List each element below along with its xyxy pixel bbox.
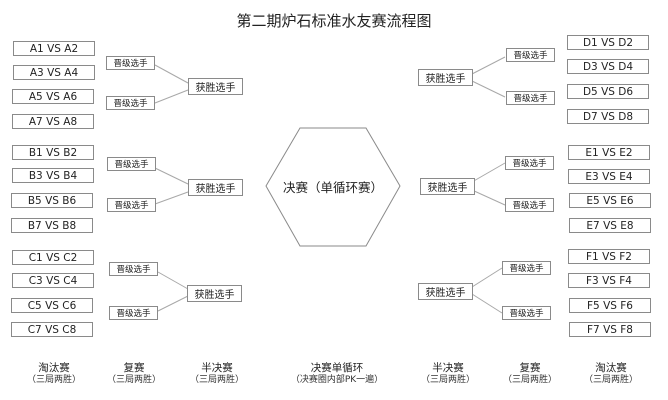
match-box: A3 VS A4 bbox=[13, 65, 95, 80]
match-box: D1 VS D2 bbox=[567, 35, 649, 50]
stage-title: 半决赛 bbox=[201, 362, 233, 374]
match-box: C7 VS C8 bbox=[11, 322, 93, 337]
stage-title: 淘汰赛 bbox=[595, 362, 627, 374]
advance-box: 晋级选手 bbox=[502, 261, 551, 275]
match-box: E5 VS E6 bbox=[569, 193, 651, 208]
advance-box: 晋级选手 bbox=[502, 306, 551, 320]
stage-label: 复赛 （三局两胜） bbox=[480, 362, 580, 386]
advance-box: 晋级选手 bbox=[505, 156, 554, 170]
match-box: A1 VS A2 bbox=[13, 41, 95, 56]
winner-box: 获胜选手 bbox=[418, 69, 473, 86]
match-box: F7 VS F8 bbox=[569, 322, 651, 337]
stage-subtitle: （三局两胜） bbox=[26, 375, 81, 385]
advance-box: 晋级选手 bbox=[506, 48, 555, 62]
advance-box: 晋级选手 bbox=[109, 262, 158, 276]
stage-label: 淘汰赛 （三局两胜） bbox=[561, 362, 661, 386]
match-box: C5 VS C6 bbox=[11, 298, 93, 313]
match-box: E1 VS E2 bbox=[568, 145, 650, 160]
match-box: D7 VS D8 bbox=[567, 109, 649, 124]
match-box: A5 VS A6 bbox=[12, 89, 94, 104]
diagram-title: 第二期炉石标准水友赛流程图 bbox=[236, 12, 432, 30]
stage-title: 半决赛 bbox=[432, 362, 464, 374]
match-box: D3 VS D4 bbox=[567, 59, 649, 74]
advance-box: 晋级选手 bbox=[109, 306, 158, 320]
winner-box: 获胜选手 bbox=[420, 178, 475, 195]
final-label: 决赛（单循环赛） bbox=[282, 180, 383, 195]
match-box: B5 VS B6 bbox=[11, 193, 93, 208]
stage-label: 半决赛 （三局两胜） bbox=[167, 362, 267, 386]
winner-box: 获胜选手 bbox=[188, 179, 243, 196]
stage-label: 复赛 （三局两胜） bbox=[84, 362, 184, 386]
stage-subtitle: （三局两胜） bbox=[502, 375, 557, 385]
match-box: B7 VS B8 bbox=[11, 218, 93, 233]
stage-label: 淘汰赛 （三局两胜） bbox=[4, 362, 104, 386]
match-box: B3 VS B4 bbox=[12, 168, 94, 183]
stage-title: 决赛单循环 bbox=[310, 362, 364, 374]
advance-box: 晋级选手 bbox=[106, 96, 155, 110]
stage-label: 半决赛 （三局两胜） bbox=[398, 362, 498, 386]
match-box: C1 VS C2 bbox=[12, 250, 94, 265]
match-box: E3 VS E4 bbox=[568, 169, 650, 184]
stage-subtitle: （三局两胜） bbox=[189, 375, 244, 385]
advance-box: 晋级选手 bbox=[106, 56, 155, 70]
match-box: F1 VS F2 bbox=[568, 249, 650, 264]
advance-box: 晋级选手 bbox=[505, 198, 554, 212]
stage-subtitle: （决赛圈内部PK一遍） bbox=[290, 375, 384, 385]
advance-box: 晋级选手 bbox=[506, 91, 555, 105]
advance-box: 晋级选手 bbox=[107, 198, 156, 212]
stage-title: 复赛 bbox=[519, 362, 541, 374]
match-box: B1 VS B2 bbox=[12, 145, 94, 160]
match-box: F5 VS F6 bbox=[569, 298, 651, 313]
match-box: D5 VS D6 bbox=[567, 84, 649, 99]
match-box: A7 VS A8 bbox=[12, 114, 94, 129]
stage-title: 淘汰赛 bbox=[38, 362, 70, 374]
match-box: F3 VS F4 bbox=[568, 273, 650, 288]
winner-box: 获胜选手 bbox=[187, 285, 242, 302]
stage-subtitle: （三局两胜） bbox=[106, 375, 161, 385]
final-hexagon bbox=[265, 127, 401, 247]
winner-box: 获胜选手 bbox=[188, 78, 243, 95]
match-box: E7 VS E8 bbox=[569, 218, 651, 233]
match-box: C3 VS C4 bbox=[12, 273, 94, 288]
stage-title: 复赛 bbox=[123, 362, 145, 374]
stage-subtitle: （三局两胜） bbox=[420, 375, 475, 385]
stage-label: 决赛单循环 （决赛圈内部PK一遍） bbox=[282, 362, 392, 386]
winner-box: 获胜选手 bbox=[418, 283, 473, 300]
advance-box: 晋级选手 bbox=[107, 157, 156, 171]
stage-subtitle: （三局两胜） bbox=[583, 375, 638, 385]
